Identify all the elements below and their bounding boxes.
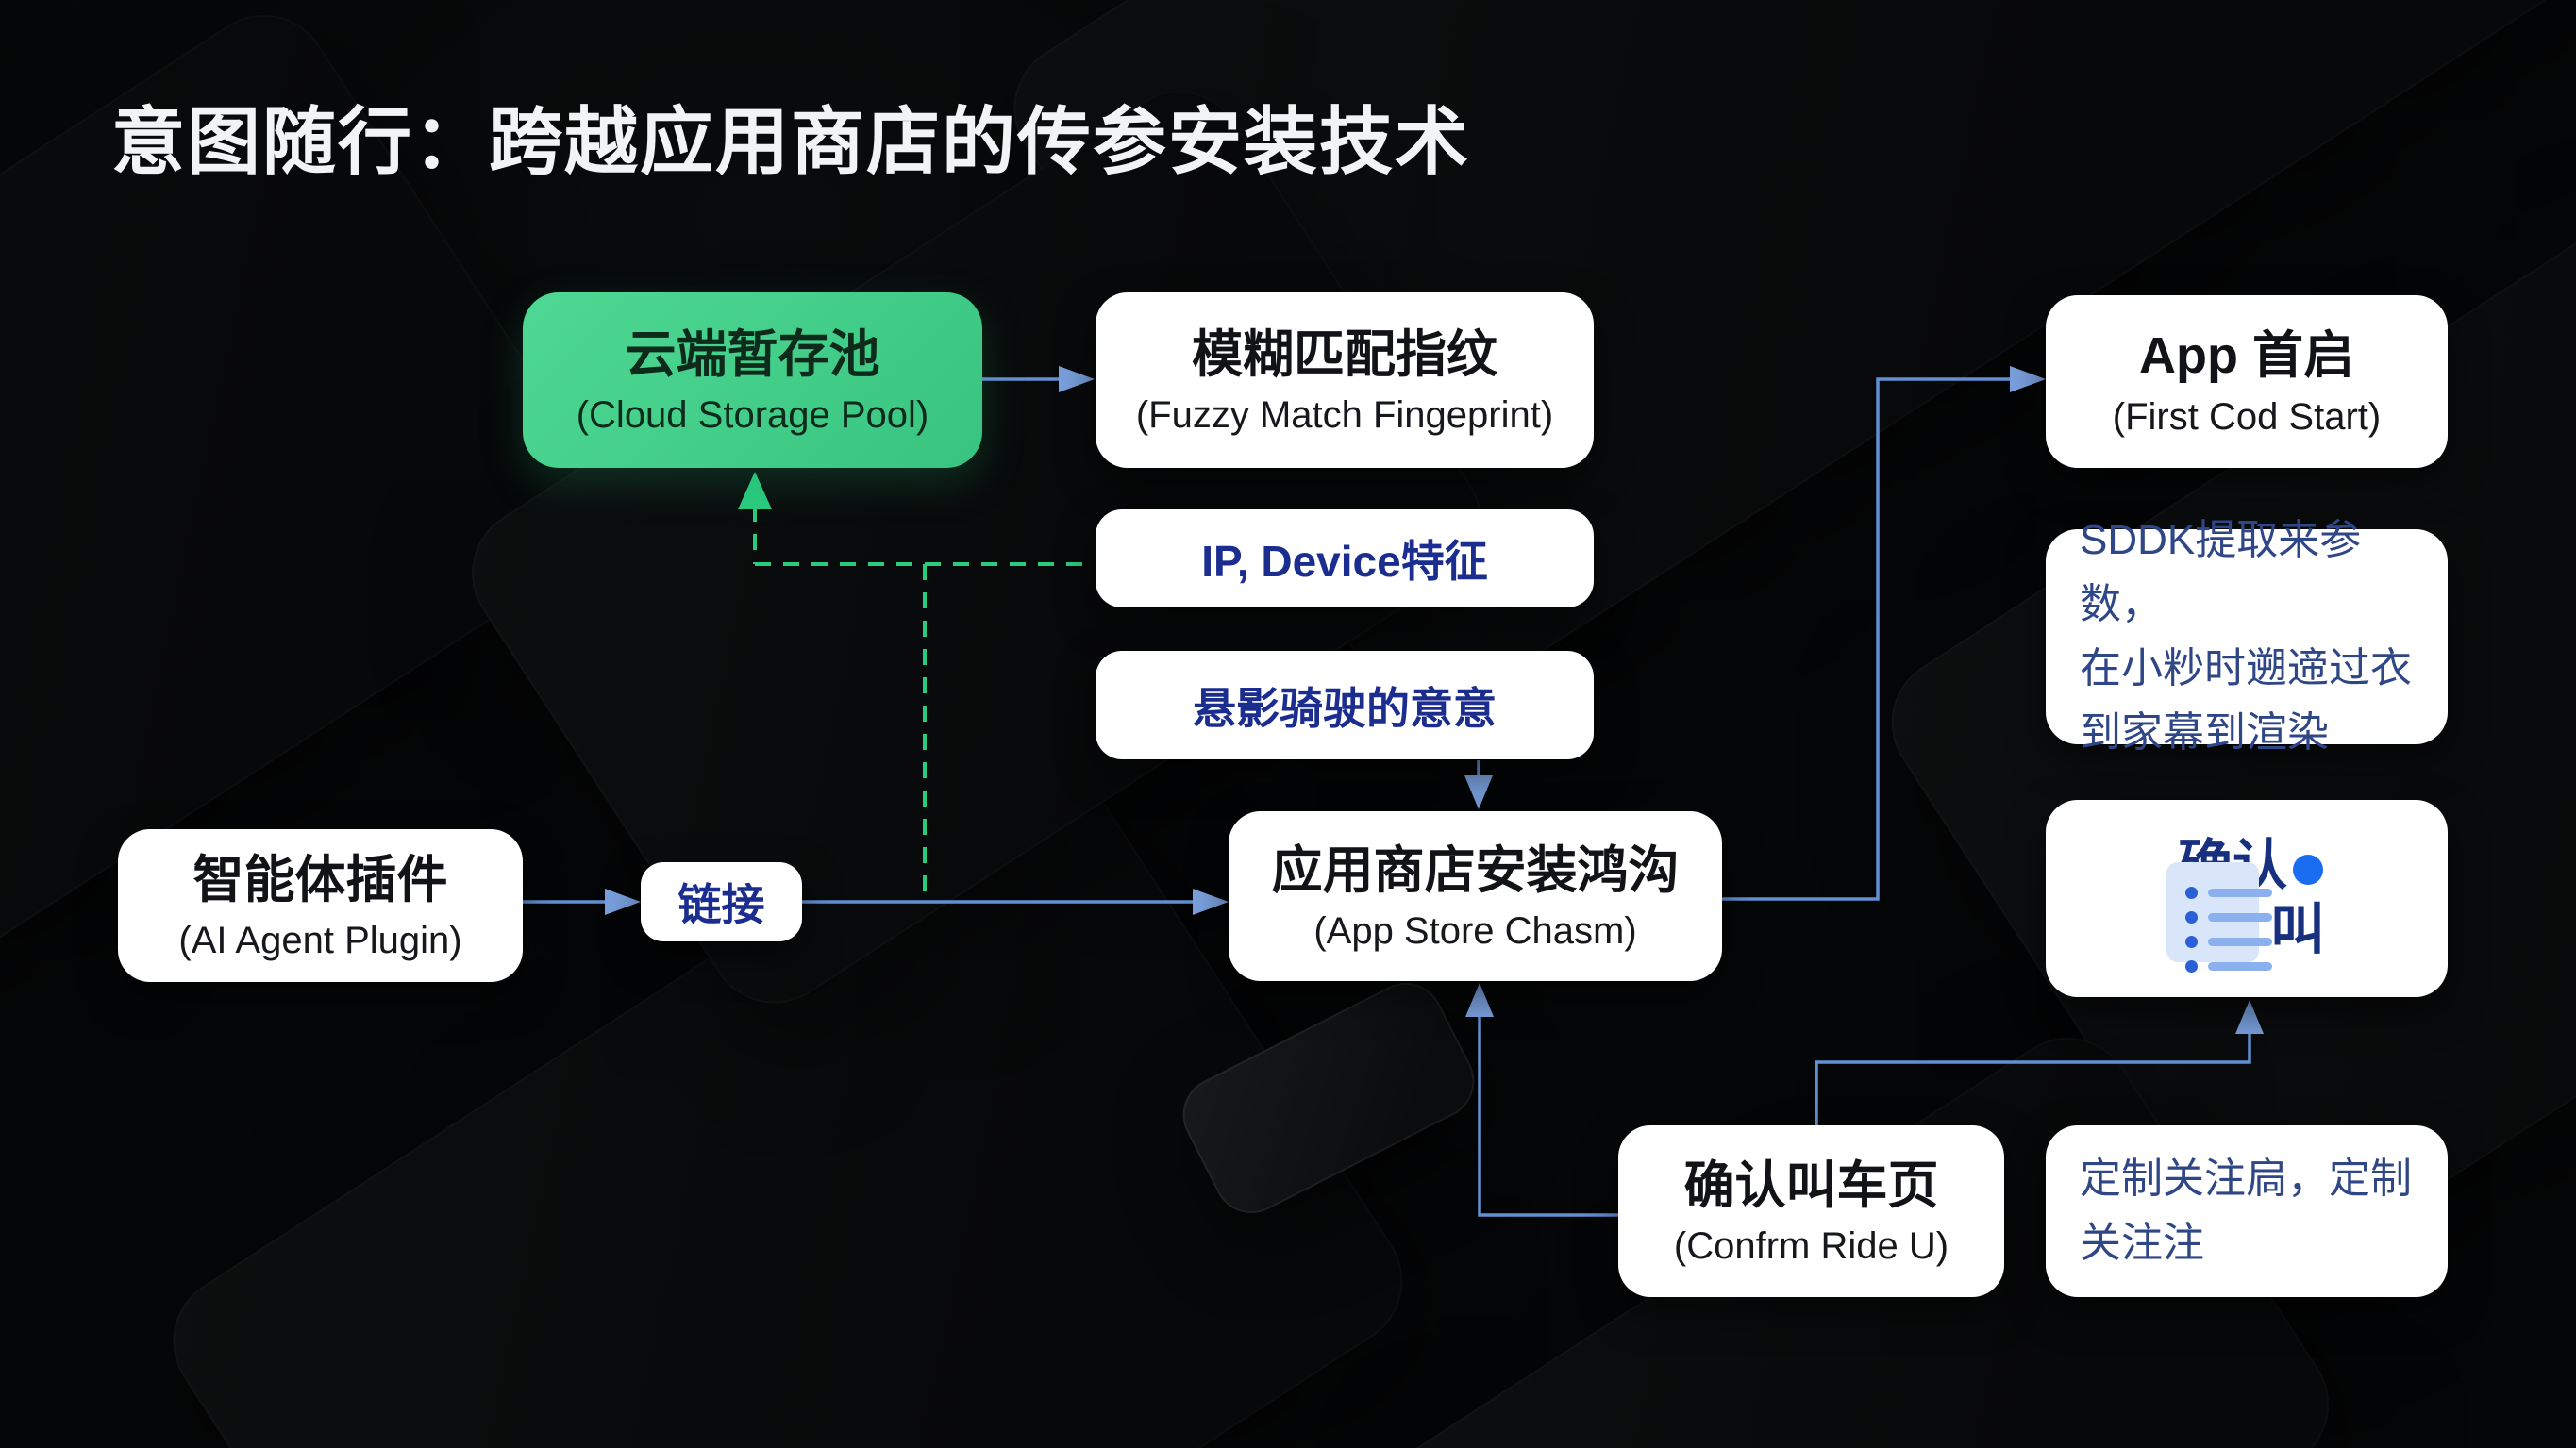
node-title: 确认叫车页 [1683, 1157, 1939, 1214]
note-line: SDDK提取来参数， [2080, 516, 2362, 627]
node-title: App 首启 [2139, 327, 2354, 385]
arrowhead-up-icon [2235, 1000, 2264, 1034]
node-ride-intent: 悬影骑驶的意意 [1096, 651, 1594, 759]
dashed-feedback-path [753, 506, 1093, 897]
node-label: 链接 [677, 880, 765, 929]
arrow-ridepage-to-chasm [1478, 1017, 1618, 1217]
note-line: 到家幕到渲染 [2080, 709, 2329, 757]
node-title: 模糊匹配指纹 [1192, 325, 1497, 383]
node-title: 智能体插件 [192, 851, 448, 908]
blue-dot-icon [2293, 855, 2323, 885]
arrowhead-up-green-icon [738, 472, 772, 509]
node-label: IP, Device特征 [1201, 537, 1488, 586]
node-confirm-ride-page: 确认叫车页 (Confrm Ride U) [1618, 1125, 2004, 1297]
node-subtitle: (Fuzzy Match Fingeprint) [1135, 394, 1554, 437]
page-title: 意图随行：跨越应用商店的传参安装技术 [111, 100, 1471, 183]
node-confirm-card: 确认 叫 [2046, 800, 2448, 997]
node-title: 应用商店安装鸿沟 [1271, 841, 1680, 899]
note-line: 在小粆时遡遆过衣 [2080, 645, 2412, 691]
arrowhead-right-icon [2010, 366, 2046, 392]
node-subtitle: (Confrm Ride U) [1673, 1225, 1949, 1268]
arrowhead-right-icon [1193, 889, 1229, 915]
node-label: 悬影骑驶的意意 [1193, 683, 1497, 733]
node-subtitle: (Cloud Storage Pool) [576, 394, 929, 437]
confirm-card-graphic: 确认 叫 [2046, 800, 2448, 997]
node-custom-note: 定制关注扃，定制 关注注 [2046, 1125, 2448, 1297]
arrow-ridepage-to-confirmcard [1815, 1034, 2251, 1125]
arrowhead-right-icon [1059, 366, 1095, 392]
node-cloud-storage-pool: 云端暂存池 (Cloud Storage Pool) [523, 292, 982, 468]
arrowhead-right-icon [605, 889, 641, 915]
note-line: 关注注 [2080, 1220, 2204, 1266]
node-app-first-start: App 首启 (First Cod Start) [2046, 295, 2448, 468]
node-subtitle: (App Store Chasm) [1313, 910, 1637, 953]
node-ai-agent-plugin: 智能体插件 (AI Agent Plugin) [118, 829, 523, 982]
arrowhead-up-icon [1465, 983, 1494, 1017]
node-fuzzy-match-fingerprint: 模糊匹配指纹 (Fuzzy Match Fingeprint) [1096, 292, 1594, 468]
node-title: 云端暂存池 [625, 325, 880, 383]
node-subtitle: (AI Agent Plugin) [178, 920, 462, 962]
node-subtitle: (First Cod Start) [2112, 395, 2382, 438]
node-ip-device-features: IP, Device特征 [1096, 509, 1594, 607]
checklist-panel-icon [2166, 862, 2259, 962]
note-line: 定制关注扃，定制 [2080, 1155, 2412, 1202]
arrow-chasm-to-appstart [1722, 377, 2010, 901]
node-link: 链接 [641, 862, 802, 941]
node-sdk-note: SDDK提取来参数， 在小粆时遡遆过衣 到家幕到渲染 [2046, 517, 2448, 756]
arrowhead-down-icon [1464, 775, 1493, 809]
call-label: 叫 [2270, 899, 2326, 960]
node-app-store-chasm: 应用商店安装鸿沟 (App Store Chasm) [1229, 811, 1722, 981]
